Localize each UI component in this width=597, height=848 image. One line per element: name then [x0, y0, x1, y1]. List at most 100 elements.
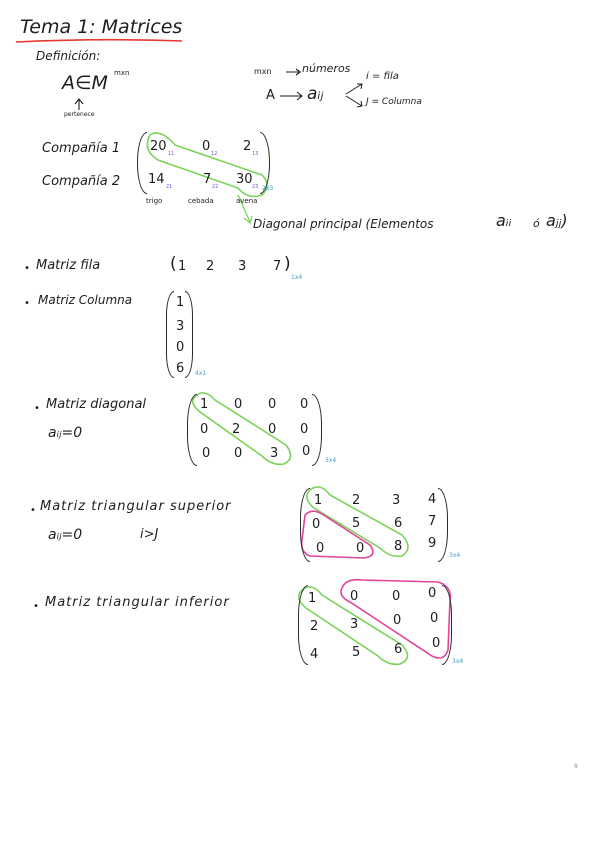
bullet-icon: • — [24, 263, 30, 274]
diagonal-cell: 0 — [234, 446, 243, 461]
diagonal-cell: 0 — [300, 397, 309, 412]
company-subscript: 21 — [166, 184, 173, 190]
company-subscript: 22 — [212, 184, 219, 190]
inferior-cell: 2 — [310, 619, 319, 634]
company-subscript: 13 — [252, 151, 259, 157]
diagonal-cell: 0 — [300, 422, 309, 437]
fila-value: 3 — [238, 259, 247, 274]
inferior-cell: 6 — [394, 642, 403, 657]
diagonal-cell: 1 — [200, 397, 209, 412]
company-column-label: avena — [236, 197, 258, 205]
superior-paren-left — [300, 488, 310, 562]
a-label: A — [266, 88, 275, 103]
superior-cell: 6 — [394, 516, 403, 531]
fila-value: 1 — [178, 259, 187, 274]
company-diagonal-arrow — [237, 194, 253, 225]
pertenece-arrow — [74, 98, 84, 110]
diagonal-cell: 0 — [202, 446, 211, 461]
numeros-label: números — [302, 62, 351, 75]
company-subscript: 11 — [168, 151, 175, 157]
superior-cell: 9 — [428, 536, 437, 551]
company-diagonal-highlight — [146, 132, 268, 198]
diagonal-cell: 0 — [234, 397, 243, 412]
company-cell: 20 — [150, 139, 167, 154]
inferior-cell: 0 — [392, 589, 401, 604]
superior-dim: 3x4 — [449, 552, 461, 559]
bullet-icon: • — [30, 505, 36, 516]
superior-cell: 0 — [316, 541, 325, 556]
aij-label: aᵢⱼ — [307, 84, 324, 104]
superior-cell: 8 — [394, 539, 403, 554]
definition-formula: A∈M — [62, 72, 108, 94]
title-underline — [15, 38, 183, 43]
definition-label: Definición: — [36, 49, 101, 63]
superior-label: Matriz triangular superior — [40, 499, 232, 514]
pertenece-label: pertenece — [64, 111, 95, 118]
company-subscript: 23 — [252, 184, 259, 190]
columna-value: 0 — [176, 340, 185, 355]
company-subscript: 12 — [211, 151, 218, 157]
inferior-cell: 1 — [308, 591, 317, 606]
diagonal-cell: 0 — [268, 397, 277, 412]
company-cell: 0 — [202, 139, 211, 154]
inferior-cell: 3 — [350, 617, 359, 632]
company-cell: 30 — [236, 172, 253, 187]
company-row-label-1: Compañía 1 — [42, 141, 121, 156]
inferior-paren-left — [298, 585, 308, 665]
diagonal-cell: 0 — [200, 422, 209, 437]
fila-paren-left: ( — [170, 254, 177, 274]
diagonal-cell: 0 — [302, 444, 311, 459]
split-arrow-down — [345, 95, 363, 108]
columna-value: 6 — [176, 361, 185, 376]
columna-dim: 4x1 — [195, 370, 207, 377]
columna-paren-left — [166, 291, 174, 378]
diagonal-cell: 0 — [268, 422, 277, 437]
bullet-icon: • — [34, 403, 40, 414]
diagonal-paren-left — [187, 394, 197, 466]
inferior-cell: 0 — [350, 589, 359, 604]
inferior-cell: 0 — [432, 636, 441, 651]
superior-cell: 5 — [352, 516, 361, 531]
superior-cell: 2 — [352, 493, 361, 508]
diagonal-principal-aii: aᵢᵢ — [496, 211, 512, 230]
superior-cell: 0 — [312, 517, 321, 532]
split-arrow-up — [345, 83, 363, 95]
company-column-label: cebada — [188, 197, 214, 205]
diagonal-principal-ajj: aⱼⱼ) — [546, 211, 568, 230]
inferior-cell: 5 — [352, 645, 361, 660]
diagonal-principal-label: Diagonal principal (Elementos — [253, 217, 434, 231]
superior-cell: 3 — [392, 493, 401, 508]
mxn-arrow — [286, 68, 301, 76]
company-column-label: trigo — [146, 197, 163, 205]
inferior-diagonal-highlight — [298, 586, 409, 666]
inferior-dim: 3x4 — [452, 658, 464, 665]
superior-zeros-highlight — [300, 510, 374, 559]
company-cell: 14 — [148, 172, 165, 187]
company-dim: 2x3 — [262, 185, 274, 192]
company-cell: 2 — [243, 139, 252, 154]
i-fila-label: i = fila — [366, 71, 399, 82]
diagonal-cell: 3 — [270, 446, 279, 461]
inferior-cell: 0 — [393, 613, 402, 628]
diagonal-cell: 2 — [232, 422, 241, 437]
diagonal-label: Matriz diagonal — [46, 397, 147, 412]
company-row-label-2: Compañía 2 — [42, 174, 121, 189]
columna-value: 1 — [176, 295, 185, 310]
page-mark: 8 — [574, 763, 578, 770]
inferior-zeros-highlight — [340, 578, 452, 659]
columna-paren-right — [185, 291, 193, 378]
columna-label: Matriz Columna — [38, 293, 133, 307]
superior-cell: 0 — [356, 541, 365, 556]
a-arrow — [280, 91, 303, 101]
superior-cell: 4 — [428, 492, 437, 507]
superior-cell: 1 — [314, 493, 323, 508]
superior-cell: 7 — [428, 514, 437, 529]
j-columna-label: J = Columna — [366, 97, 422, 107]
page-title: Tema 1: Matrices — [20, 16, 183, 38]
bullet-icon: • — [33, 601, 39, 612]
inferior-cell: 0 — [428, 586, 437, 601]
fila-paren-right: ) — [284, 254, 291, 274]
fila-value: 7 — [273, 259, 282, 274]
inferior-label: Matriz triangular inferior — [45, 595, 230, 610]
